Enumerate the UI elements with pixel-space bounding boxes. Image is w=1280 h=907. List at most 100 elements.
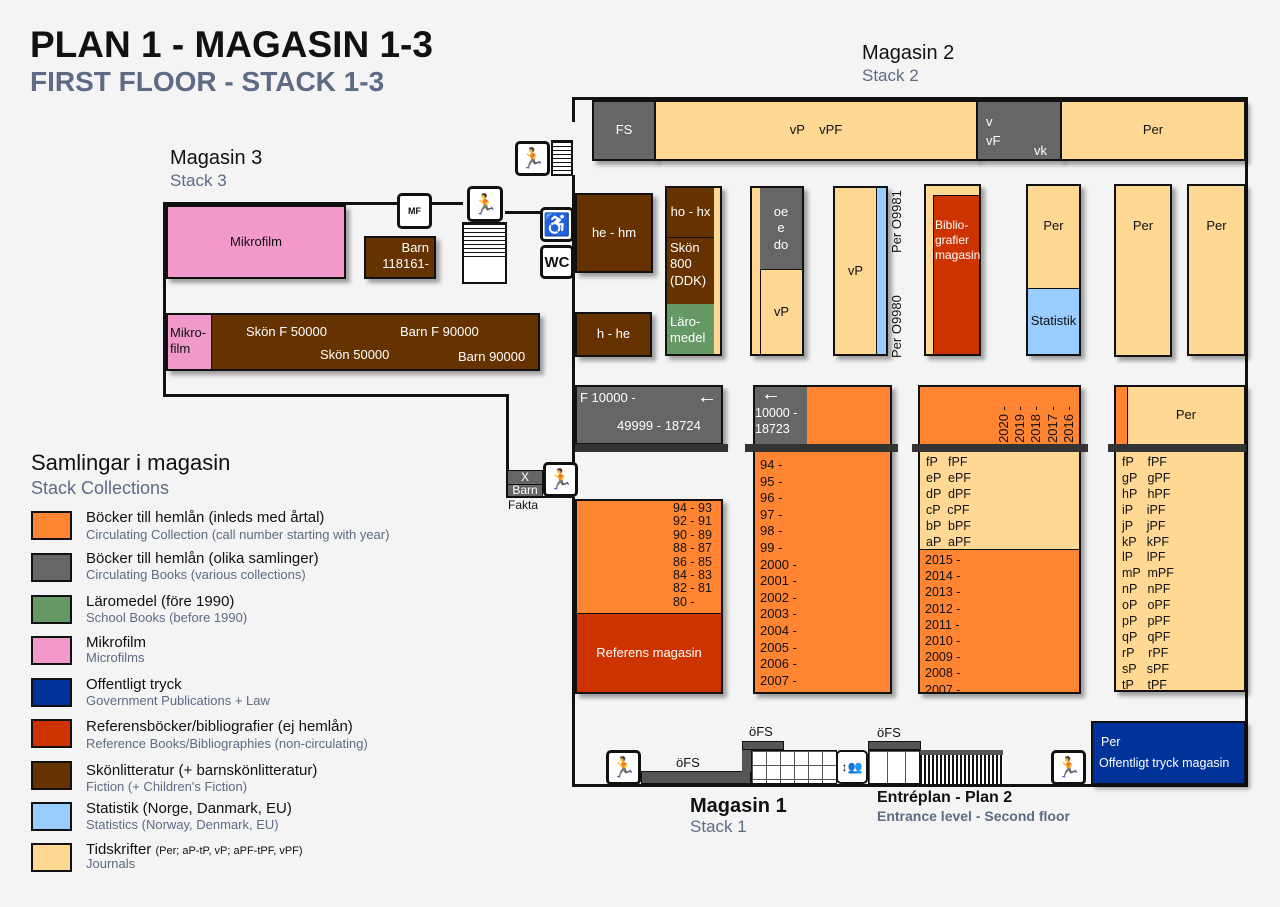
shelf-laromedel: Läro- medel [667, 304, 714, 354]
shelf-oe-e-do: oe e do [760, 188, 802, 269]
wc-icon: WC [540, 245, 574, 279]
legend-label-en: Circulating Collection (call number star… [86, 527, 390, 542]
label-fakta: Fakta [508, 498, 539, 512]
shelf-column-1: ho - hx Skön 800 (DDK) Läro- medel [665, 186, 722, 356]
shelf-divider [575, 444, 728, 452]
stairs [551, 140, 573, 176]
shelf-offentligt-tryck: Per Offentligt tryck magasin [1091, 721, 1246, 785]
legend-label-en: Microfilms [86, 650, 145, 665]
legend-label-en: Statistics (Norway, Denmark, EU) [86, 817, 279, 832]
shelf-skon-800: Skön 800 (DDK) [667, 238, 714, 304]
shelf-label-f10000: F 10000 - [580, 390, 636, 405]
shelf-years-mid: 10000 - 18723 ← 94 - 95 - 96 - 97 - 98 -… [753, 383, 892, 694]
shelf-per-c: Per [1187, 184, 1246, 356]
wall [506, 496, 574, 498]
legend-swatch-green [31, 595, 72, 624]
year-label: 2020 - [996, 406, 1011, 443]
legend-label-en: Fiction (+ Children's Fiction) [86, 779, 248, 794]
shelf-label-vf: vF [986, 133, 1001, 148]
stack1-label: Stack 1 [690, 817, 747, 836]
years-mid-list: 94 - 95 - 96 - 97 - 98 - 99 - 2000 - 200… [760, 457, 797, 688]
emergency-exit-icon: 🏃 [543, 462, 578, 497]
label-per-o9980: Per O9980 [889, 295, 904, 358]
shelf-per-top: Per [1060, 100, 1246, 161]
shelf-f10000: F 10000 - 49999 - 18724 ← [575, 385, 723, 445]
shelf-per-a: Per [1043, 217, 1064, 233]
legend-label: Mikrofilm [86, 634, 146, 651]
shelf-label-49999: 49999 - 18724 [617, 418, 701, 433]
emergency-exit-icon: 🏃 [467, 186, 503, 222]
shelf-barn-118161: Barn 118161- [364, 236, 436, 279]
legend-swatch-lightblue [31, 802, 72, 831]
legend-title: Samlingar i magasin [31, 450, 231, 475]
arrow-left-icon: ← [761, 383, 781, 405]
label-barn-f: Barn F 90000 [400, 324, 479, 339]
magasin2-label: Magasin 2 [862, 42, 955, 64]
entrance-gate [920, 750, 1003, 784]
legend-swatch-blue [31, 678, 72, 707]
legend-swatch-red [31, 719, 72, 748]
ofs-label-1: öFS [676, 755, 700, 770]
entrance-sub-label: Entrance level - Second floor [877, 808, 1070, 824]
page-title: PLAN 1 - MAGASIN 1-3 [30, 24, 433, 65]
wall [505, 211, 541, 214]
shelf-statistik-strip [876, 188, 886, 354]
legend-swatch-pink [31, 636, 72, 665]
magasin3-label: Magasin 3 [170, 147, 263, 169]
legend-label-en: Reference Books/Bibliographies (non-circ… [86, 736, 368, 751]
shelf-mikrofilm-2: Mikro- film [168, 315, 212, 369]
shelf-statistik: Statistik [1028, 288, 1079, 354]
shelf-divider [1108, 444, 1246, 452]
page-subtitle: FIRST FLOOR - STACK 1-3 [30, 66, 385, 97]
legend-label: Böcker till hemlån (olika samlinger) [86, 550, 319, 567]
label-barn: Barn 90000 [458, 349, 526, 364]
legend-label: Tidskrifter [86, 841, 152, 858]
offentligt-label: Offentligt tryck magasin [1099, 756, 1230, 770]
shelf-barn-small: Barn [507, 483, 543, 497]
label-skon: Skön 50000 [320, 347, 390, 362]
wall [572, 784, 1248, 787]
wall [163, 202, 166, 397]
shelf-ofs-1 [641, 771, 751, 784]
shelf-referens: Referens magasin [577, 613, 721, 692]
wall [1245, 97, 1248, 787]
emergency-exit-icon: 🏃 [1051, 750, 1086, 785]
shelf-journals-b: Per fP fPF gP gPF hP hPF iP iPF jP jPF k… [1114, 385, 1246, 692]
shelf-column-2: oe e do vP [750, 186, 804, 356]
legend-label: Läromedel (före 1990) [86, 593, 235, 610]
shelf-column-4: Biblio- grafier magasin [924, 184, 981, 356]
wall [163, 202, 463, 205]
label-per-o9981: Per O9981 [889, 190, 904, 253]
orange-strip [1116, 387, 1128, 444]
shelf-label-vk: vk [1034, 143, 1047, 158]
legend-label: Böcker till hemlån (inleds med årtal) [86, 509, 325, 526]
shelf-vp-vpf: vP vPF [654, 100, 978, 161]
wc-icon-label: WC [544, 253, 570, 271]
year-label: 2019 - [1012, 406, 1027, 443]
legend-label-en: Circulating Books (various collections) [86, 567, 306, 582]
legend-label: Referensböcker/bibliografier (ej hemlån) [86, 718, 353, 735]
emergency-exit-icon: 🏃 [606, 750, 641, 785]
entrance-doors [868, 750, 920, 784]
shelf-he-hm: he - hm [575, 193, 653, 273]
legend-label-en: Government Publications + Law [86, 693, 270, 708]
wall [572, 97, 575, 122]
wall [163, 394, 509, 397]
legend-label-en: School Books (before 1990) [86, 610, 248, 625]
year-label: 2018 - [1028, 406, 1043, 443]
wall [506, 394, 509, 498]
wall-segment [742, 750, 752, 772]
emergency-exit-icon: 🏃 [515, 141, 550, 176]
shelf-vp-1: vP [760, 269, 802, 354]
shelf-per-b: Per [1114, 184, 1172, 357]
journals-a-list: fP fPF eP ePF dP dPF cP cPF bP bPF aP aP… [920, 452, 1079, 550]
shelf-divider [912, 444, 1088, 452]
wheelchair-icon: ♿ [540, 207, 574, 242]
legend-label: Offentligt tryck [86, 676, 182, 693]
legend-swatch-gray [31, 553, 72, 582]
label-skon-f: Skön F 50000 [246, 324, 327, 339]
shelf-ofs-2 [742, 741, 784, 750]
shelf-h-he: h - he [575, 312, 652, 357]
years-right-list: 2015 - 2014 - 2013 - 2012 - 2011 - 2010 … [925, 553, 961, 697]
elevator-icon[interactable]: ↕👥 [836, 750, 868, 784]
